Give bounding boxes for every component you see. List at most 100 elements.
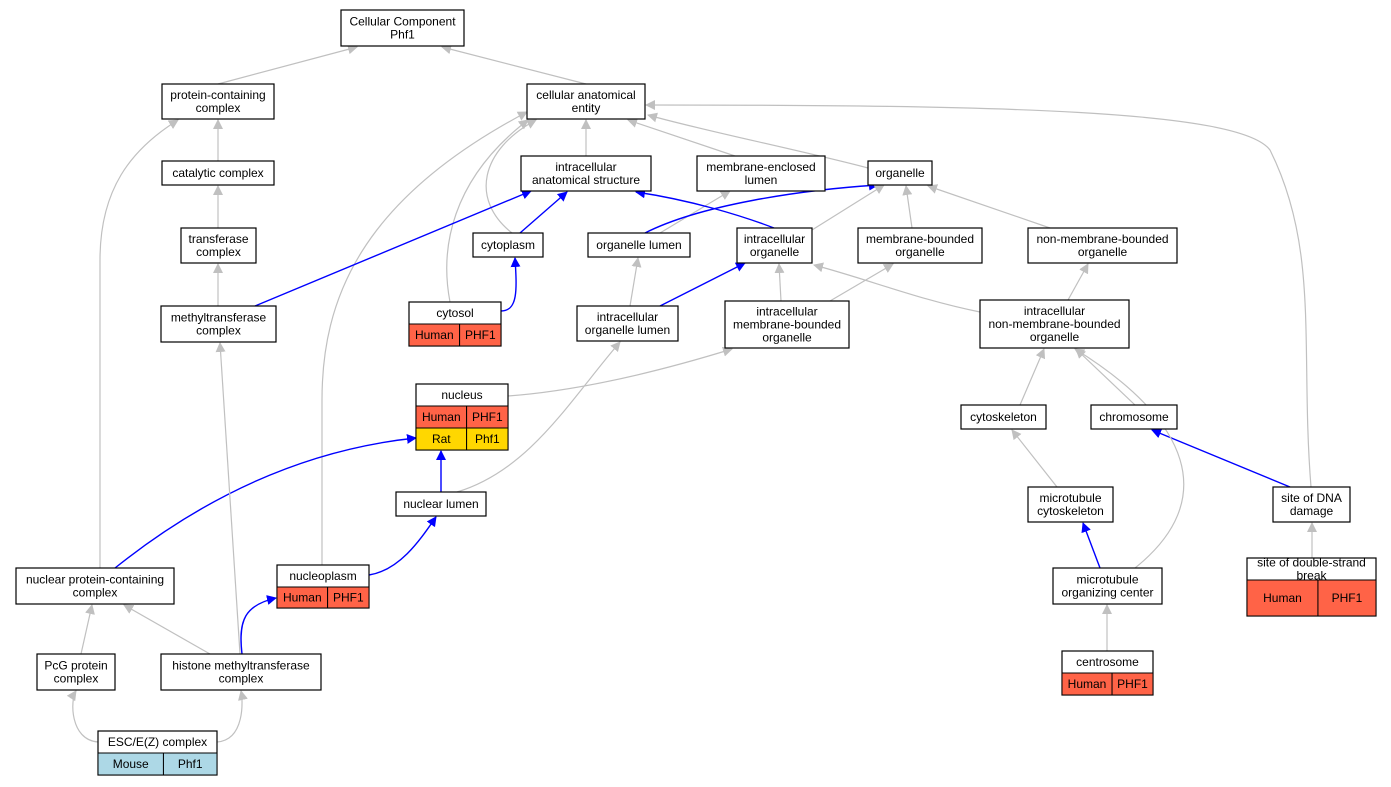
edge-esc-to-pcg xyxy=(66,690,99,743)
edge-npcc-to-nucleus xyxy=(114,433,417,569)
edge-methyltransferase-to-ias xyxy=(254,189,532,307)
edge-iol-to-intorg xyxy=(659,262,746,307)
node-cytoplasm[interactable]: cytoplasm xyxy=(472,232,544,258)
node-organelle[interactable]: organelle xyxy=(867,160,933,186)
gene-cell xyxy=(327,586,370,609)
node-label-line: entity xyxy=(572,101,601,115)
node-label-line: organelle xyxy=(875,166,925,180)
gene-label: Phf1 xyxy=(475,432,500,446)
node-label-line: complex xyxy=(73,586,118,600)
node-label-line: microtubule xyxy=(1039,491,1101,505)
node-label-line: damage xyxy=(1290,504,1334,518)
node-box xyxy=(696,155,826,192)
node-label-line: complex xyxy=(196,245,241,259)
node-label-line: cytoskeleton xyxy=(1037,504,1104,518)
node-box xyxy=(160,305,277,343)
gene-cell xyxy=(162,752,218,776)
gene-cell xyxy=(1111,672,1154,696)
edge-inmbo-to-nmbo xyxy=(1067,263,1089,301)
node-label-line: site of DNA xyxy=(1281,491,1342,505)
node-label-line: organelle lumen xyxy=(596,238,681,252)
node-inmbo[interactable]: intracellularnon-membrane-boundedorganel… xyxy=(979,299,1130,349)
edge-imbo-to-mbo xyxy=(829,263,894,302)
node-box xyxy=(736,227,813,264)
edge-hmtc-to-npcc xyxy=(123,604,211,655)
node-label-line: lumen xyxy=(745,173,778,187)
node-box xyxy=(867,160,933,186)
node-cytoskeleton[interactable]: cytoskeleton xyxy=(960,404,1047,430)
edge-orglumen-to-organelle xyxy=(644,180,879,234)
node-label-line: cellular anatomical xyxy=(536,88,635,102)
node-nuclumen[interactable]: nuclear lumen xyxy=(395,491,487,517)
node-label-line: complex xyxy=(219,672,264,686)
node-label-line: non-membrane-bounded xyxy=(988,317,1120,331)
species-label: Mouse xyxy=(113,757,149,771)
edge-sdd-to-chromosome xyxy=(1151,428,1291,488)
species-label: Human xyxy=(422,410,461,424)
species-label: Rat xyxy=(432,432,451,446)
edge-chromosome-to-inmbo xyxy=(1075,348,1136,406)
node-label-line: nucleoplasm xyxy=(289,569,356,583)
edge-hmtc-to-methyltransferase xyxy=(215,342,241,655)
node-label-line: Cellular Component xyxy=(349,15,456,29)
gene-label: PHF1 xyxy=(465,328,496,342)
node-label-line: intracellular xyxy=(1024,304,1085,318)
species-label: Human xyxy=(415,328,454,342)
edge-mtoc-to-mtcyto xyxy=(1081,522,1101,569)
node-box xyxy=(180,227,257,264)
node-box xyxy=(960,404,1047,430)
node-box xyxy=(979,299,1130,349)
node-label-line: ESC/E(Z) complex xyxy=(108,735,207,749)
edge-mbo-to-organelle xyxy=(902,185,913,229)
node-label-line: centrosome xyxy=(1076,655,1139,669)
node-box xyxy=(472,232,544,258)
node-box xyxy=(1090,404,1178,430)
edge-organelle-to-cae xyxy=(647,112,869,169)
node-label-line: intracellular xyxy=(744,232,805,246)
node-catalytic[interactable]: catalytic complex xyxy=(161,160,275,186)
node-label-line: organizing center xyxy=(1061,586,1153,600)
edge-cytosol-to-cytoplasm xyxy=(500,257,521,312)
edge-cytoplasm-to-ias xyxy=(519,191,568,234)
node-label-line: site of double-strand xyxy=(1257,556,1366,570)
node-label-line: catalytic complex xyxy=(172,166,263,180)
node-box xyxy=(1027,227,1178,264)
edge-cytoskeleton-to-inmbo xyxy=(1019,348,1046,406)
edge-cytoplasm-to-cae xyxy=(485,119,537,234)
node-label-line: intracellular xyxy=(555,160,616,174)
node-box xyxy=(160,653,322,691)
node-box xyxy=(1027,486,1114,523)
node-box xyxy=(520,155,652,192)
node-label-line: nuclear protein-containing xyxy=(26,573,164,587)
node-label-line: organelle xyxy=(750,245,800,259)
node-label-line: organelle xyxy=(895,245,945,259)
node-label-line: organelle xyxy=(1030,330,1080,344)
node-orglumen[interactable]: organelle lumen xyxy=(587,232,691,258)
node-chromosome[interactable]: chromosome xyxy=(1090,404,1178,430)
